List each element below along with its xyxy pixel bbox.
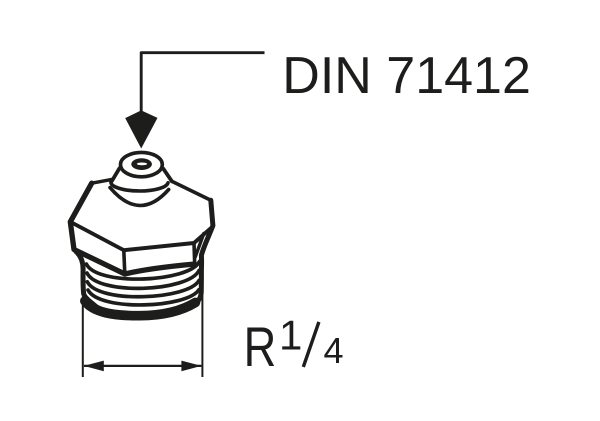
svg-text:DIN 71412: DIN 71412 — [282, 47, 531, 105]
svg-text:R: R — [244, 316, 277, 378]
svg-text:1: 1 — [279, 311, 302, 358]
svg-text:4: 4 — [324, 330, 344, 371]
